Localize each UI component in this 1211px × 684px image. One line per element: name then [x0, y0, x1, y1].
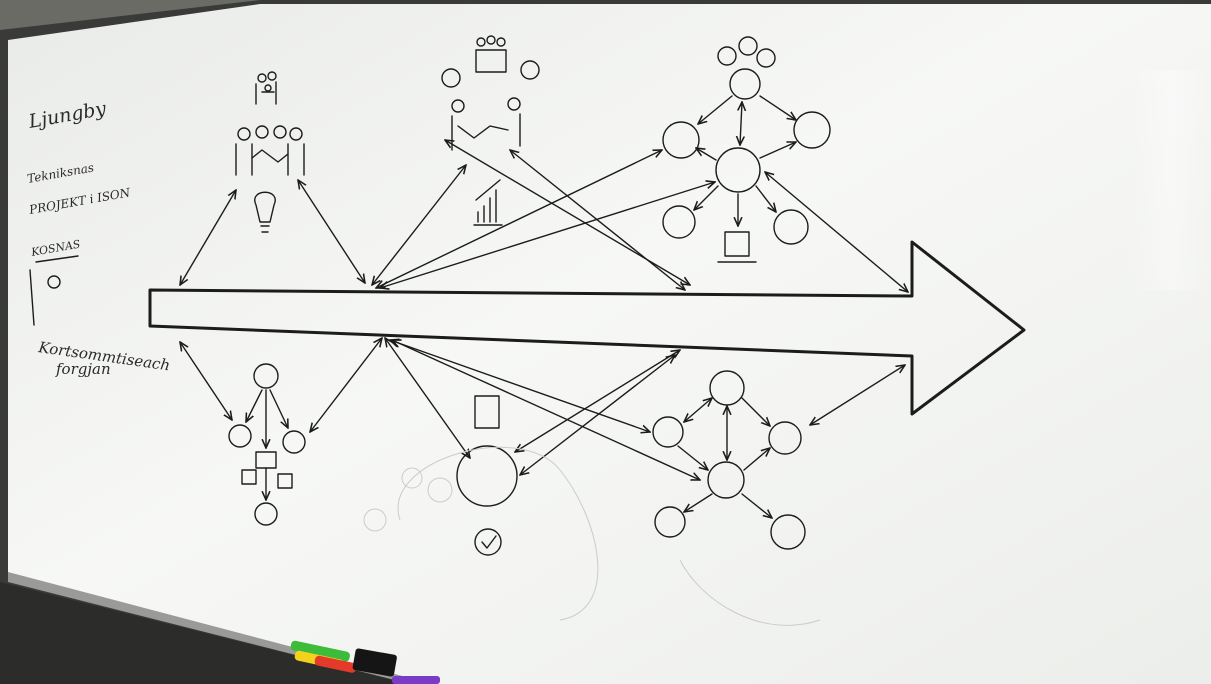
- gears-icon: [717, 36, 776, 68]
- bulb-circle-icon: [707, 461, 745, 499]
- chart-circle-icon: [654, 506, 686, 538]
- bulb-circle-icon: [770, 514, 806, 550]
- people-icon: [228, 424, 252, 448]
- person-circle-icon: [652, 416, 684, 448]
- gear-icon: [520, 60, 540, 80]
- people-team-icon: [475, 35, 507, 73]
- process-icon-group: [456, 395, 518, 556]
- markers: [290, 640, 440, 684]
- team-circle-icon: [768, 421, 802, 455]
- idea-bulb-icon: [729, 68, 761, 100]
- gear-icon: [441, 68, 461, 88]
- lightbulb-icon: [254, 191, 276, 233]
- green-marker: [290, 640, 350, 662]
- person-icon: [282, 430, 306, 454]
- eraser: [352, 648, 397, 677]
- main-arrow: [148, 240, 1026, 416]
- connector-arrows: [180, 140, 908, 480]
- support-circle-icon: [662, 205, 696, 239]
- red-marker: [314, 655, 357, 673]
- people-icon: [253, 363, 279, 389]
- handshake-people-icon: [235, 125, 305, 176]
- idea-network-group: [662, 36, 831, 263]
- phone-circle-icon: [773, 209, 809, 245]
- building-circle-icon: [793, 111, 831, 149]
- team-icon-group: [235, 71, 305, 233]
- workflow-circle-icon: [456, 445, 518, 507]
- team-icon: [277, 473, 293, 489]
- laptop-icon: [717, 231, 757, 263]
- purple-marker: [392, 676, 440, 684]
- people-circle-icon: [662, 121, 700, 159]
- growth-chart-icon: [473, 179, 503, 226]
- eraser-smudges: [363, 446, 821, 626]
- note-line-5: forgjan: [55, 360, 111, 378]
- checkmark-icon: [474, 528, 502, 556]
- results-network-group: [652, 370, 806, 550]
- house-circle-icon: [709, 370, 745, 406]
- mail-icon: [254, 502, 278, 526]
- report-icon: [474, 395, 500, 429]
- handshake-icon: [451, 97, 521, 151]
- org-tree-group: [228, 363, 306, 526]
- center-hub-icon: [715, 147, 761, 193]
- team-icon: [241, 469, 257, 485]
- family-icon: [255, 71, 277, 105]
- collaboration-icon-group: [441, 35, 540, 226]
